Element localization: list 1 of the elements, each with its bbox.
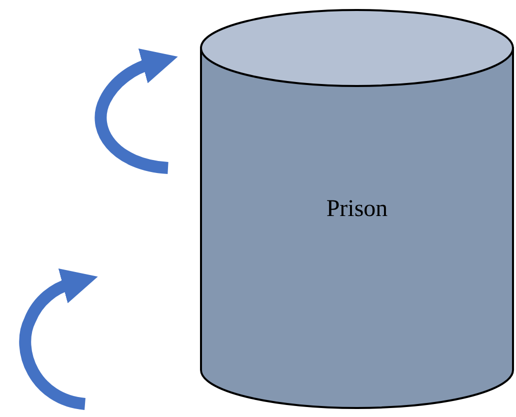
node-label: Prison [325, 196, 389, 223]
